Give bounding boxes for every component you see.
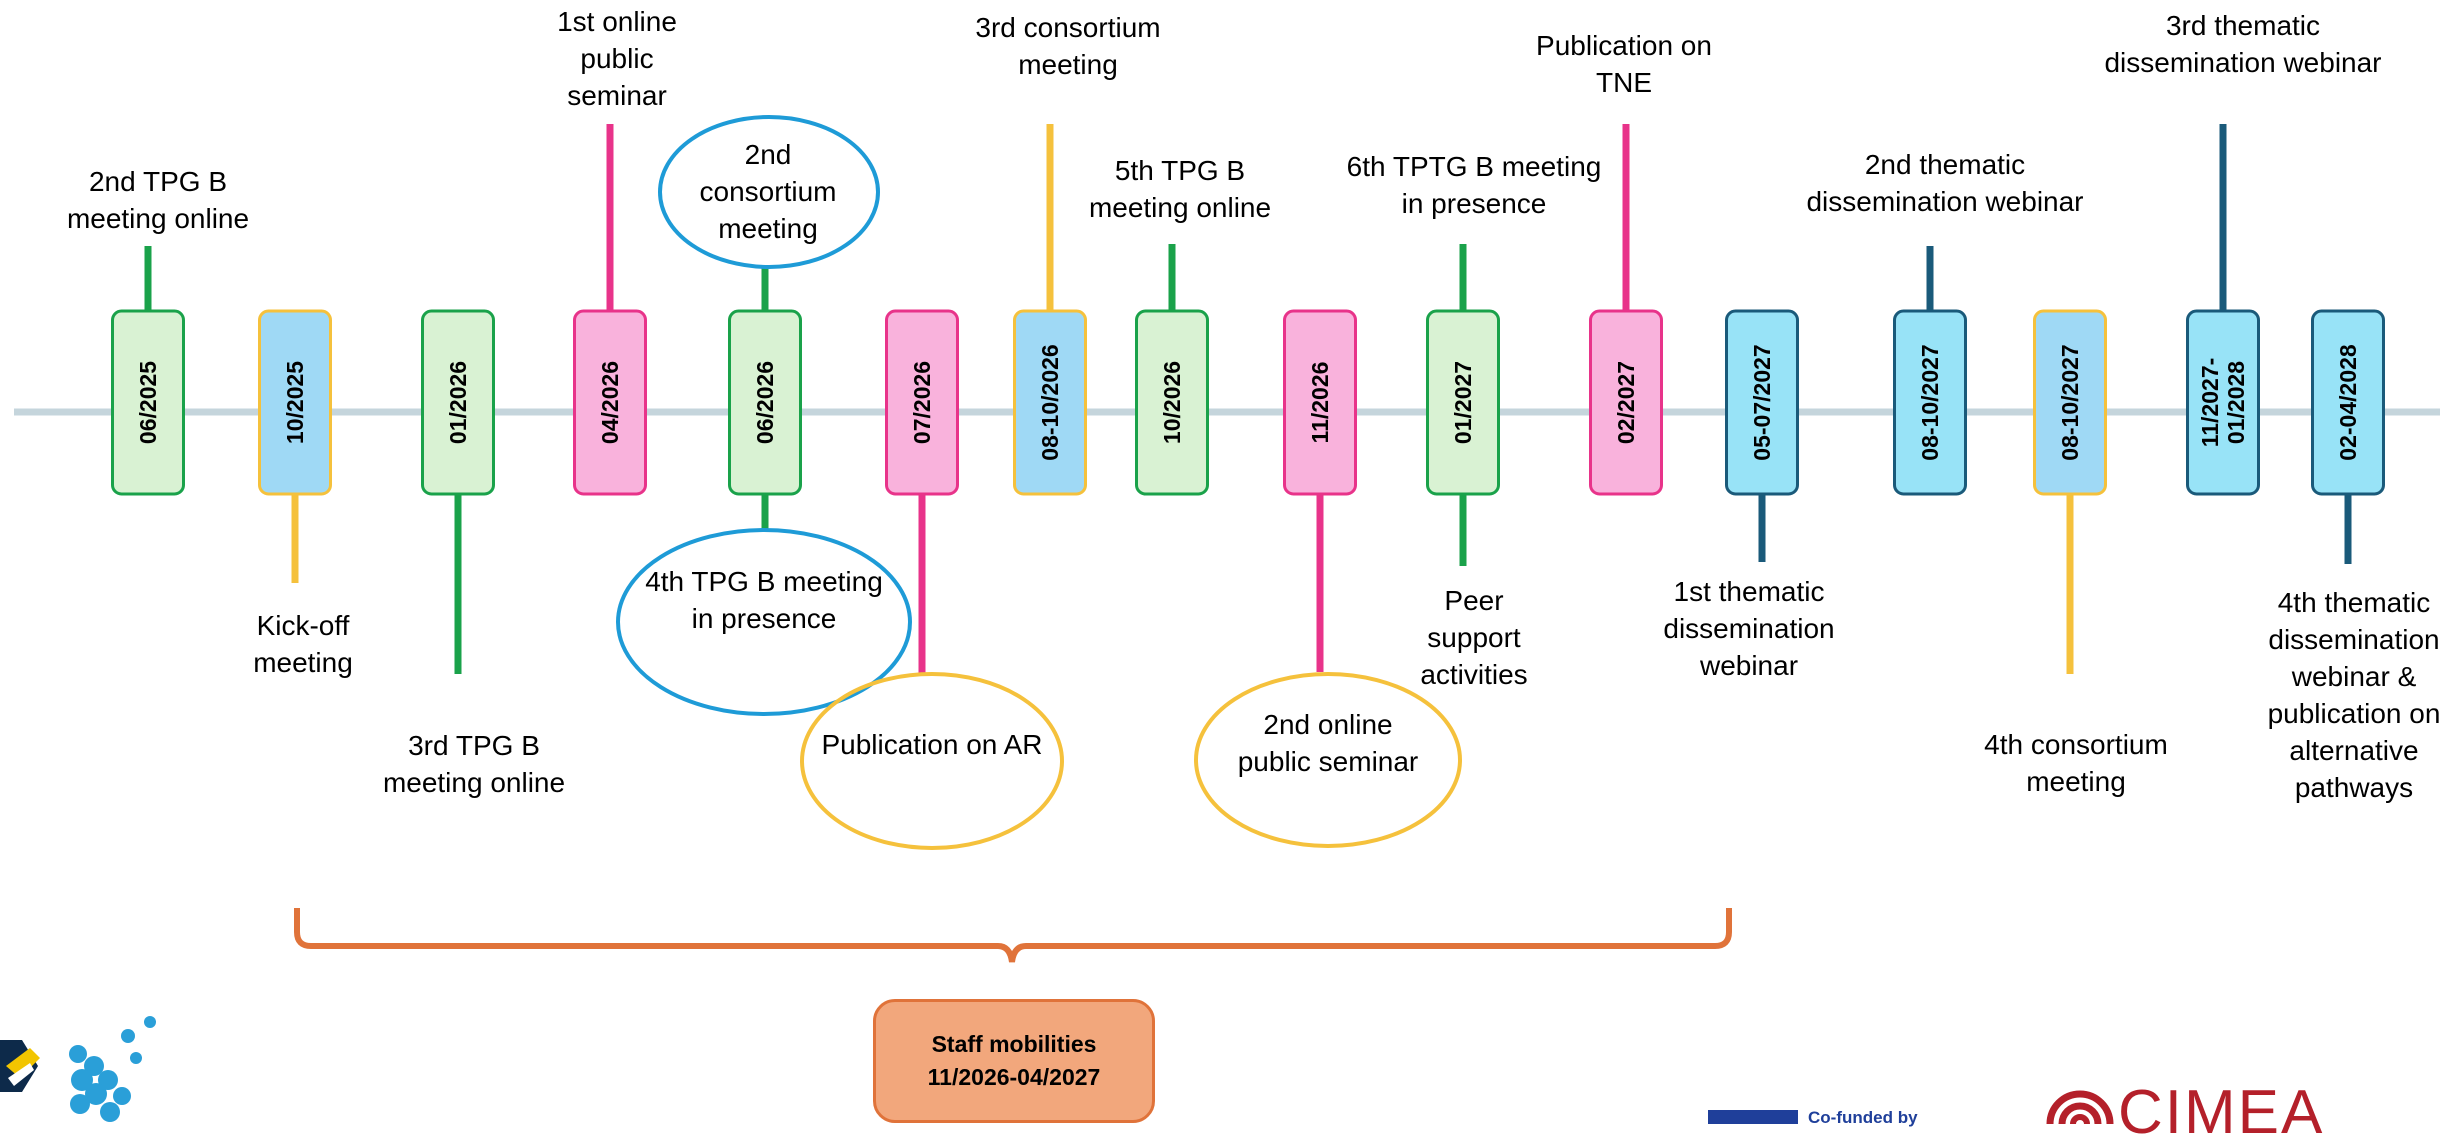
milestone-date: 07/2026 <box>909 361 935 444</box>
milestone-date: 05-07/2027 <box>1749 344 1775 460</box>
timeline-diagram: 06/2025 10/2025 01/2026 04/2026 06/2026 07/20… <box>0 6 2441 1144</box>
milestone-label-below: 4th TPG B meeting in presence <box>645 566 883 634</box>
milestone-label-above: 2nd consortium meeting <box>699 139 837 244</box>
staff-mobilities-period: 11/2026-04/2027 <box>927 1064 1101 1090</box>
milestone-box <box>421 309 495 496</box>
timeline-svg: 06/2025 10/2025 01/2026 04/2026 06/2026 07/20… <box>14 115 2440 963</box>
cimea-logo-text: CIMEA <box>2118 1078 2325 1147</box>
milestone-label-below: 4th thematic dissemination webinar & pub… <box>2267 587 2441 803</box>
milestone-label-above: 3rd thematic dissemination webinar <box>2104 10 2382 78</box>
milestone-box <box>2311 309 2385 496</box>
milestone-label-above: 1st online public seminar <box>557 6 677 111</box>
staff-bracket <box>294 908 1732 963</box>
eu-cofunded-text: Co-funded by <box>1808 1108 1918 1127</box>
milestone-label-above: 5th TPG B meeting online <box>1088 155 1272 223</box>
milestone-box <box>1589 309 1663 496</box>
milestone-box <box>1725 309 1799 496</box>
milestone-date: 08-10/2026 <box>1037 344 1063 460</box>
milestone-label-below: Publication on AR <box>821 729 1043 760</box>
staff-mobilities-title: Staff mobilities <box>931 1031 1097 1057</box>
milestone-date: 06/2025 <box>135 361 161 444</box>
milestone-box <box>885 309 959 496</box>
milestone-label-above: 2nd thematic dissemination webinar <box>1806 149 2084 217</box>
staff-mobilities-box: Staff mobilities 11/2026-04/2027 <box>873 999 1155 1123</box>
project-logo <box>0 1016 156 1122</box>
milestone-box <box>2186 309 2260 496</box>
milestone-date: 11/2027-01/2028 <box>2197 358 2249 448</box>
milestone-box <box>1893 309 1967 496</box>
highlight-ellipse <box>1194 672 1462 848</box>
milestone-box <box>2033 309 2107 496</box>
milestone-date: 06/2026 <box>752 361 778 444</box>
milestone-boxes: 06/2025 10/2025 01/2026 04/2026 06/2026 07/20… <box>111 309 2385 496</box>
milestone-label-above: Publication on TNE <box>1536 30 1712 98</box>
milestone-date: 04/2026 <box>597 361 623 444</box>
milestone-label-below: Kick-off meeting <box>253 610 353 678</box>
milestone-box <box>1426 309 1500 496</box>
milestone-date: 02-04/2028 <box>2335 344 2361 461</box>
milestone-date: 11/2026 <box>1307 362 1333 444</box>
milestone-label-below: Peer support activities <box>1420 585 1528 690</box>
milestone-label-below: 1st thematic dissemination webinar <box>1663 576 1835 681</box>
milestone-date: 01/2027 <box>1450 361 1476 444</box>
milestone-date: 08-10/2027 <box>1917 344 1943 460</box>
milestone-label-below: 4th consortium meeting <box>1984 729 2168 797</box>
connectors <box>144 124 2352 674</box>
milestone-date: 08-10/2027 <box>2057 344 2083 460</box>
milestone-label-below: 2nd online public seminar <box>1237 709 1419 777</box>
milestone-box <box>1135 309 1209 496</box>
milestone-date: 10/2025 <box>282 361 308 444</box>
milestone-box <box>258 309 332 496</box>
milestone-date: 01/2026 <box>445 361 471 444</box>
milestone-label-below: 3rd TPG B meeting online <box>382 730 566 798</box>
milestone-box <box>573 309 647 496</box>
highlight-ellipse <box>800 672 1064 850</box>
cimea-logo-icon <box>2046 1090 2114 1124</box>
milestone-box <box>1283 309 1357 496</box>
ellipses <box>616 115 1462 850</box>
eu-flag-icon <box>1708 1110 1798 1124</box>
milestone-label-above: 6th TPTG B meeting in presence <box>1346 151 1602 219</box>
milestone-date: 02/2027 <box>1613 361 1639 444</box>
milestone-box <box>111 309 185 496</box>
highlight-ellipse <box>616 528 912 716</box>
milestone-label-above: 2nd TPG B meeting online <box>66 166 250 234</box>
milestone-box <box>1013 309 1087 496</box>
highlight-ellipse <box>658 115 880 269</box>
milestone-label-above: 3rd consortium meeting <box>975 12 1161 80</box>
milestone-date: 10/2026 <box>1159 361 1185 444</box>
milestone-box <box>728 309 802 496</box>
